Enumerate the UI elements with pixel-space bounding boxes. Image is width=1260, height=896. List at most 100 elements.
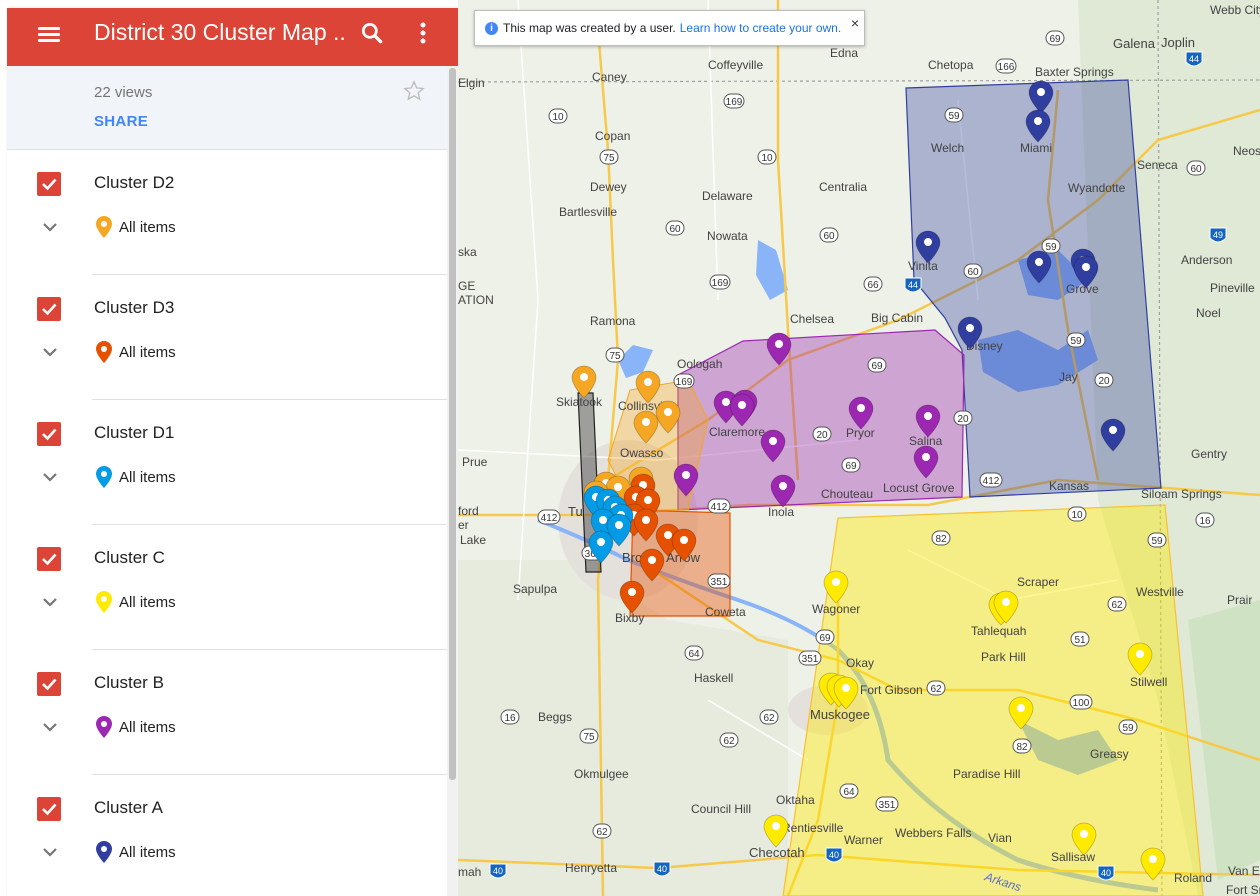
map-marker-pin[interactable] (766, 332, 792, 366)
layer-items-link[interactable]: All items (119, 344, 176, 361)
map-marker-pin[interactable] (833, 676, 859, 710)
cluster-d3-polygon[interactable] (629, 509, 731, 617)
route-shield-label: 10 (552, 112, 564, 123)
route-shield-label: 75 (603, 153, 615, 164)
map-marker-pin[interactable] (915, 230, 941, 264)
map-marker-pin[interactable] (633, 508, 659, 542)
map-marker-pin[interactable] (1026, 250, 1052, 284)
layer-checkbox[interactable] (37, 297, 61, 321)
menu-icon[interactable] (38, 24, 60, 46)
map-marker-pin[interactable] (673, 463, 699, 497)
place-label: Paradise Hill (953, 767, 1020, 781)
divider (92, 524, 447, 525)
map-marker-pin[interactable] (655, 400, 681, 434)
route-shield (1070, 631, 1090, 647)
marker-pin-dot (772, 822, 780, 830)
map-marker-pin[interactable] (588, 530, 614, 564)
place-label: Okay (846, 656, 874, 670)
layer-items-link[interactable]: All items (119, 469, 176, 486)
marker-pin-dot (1035, 258, 1043, 266)
place-label: Webbers Falls (895, 826, 971, 840)
marker-pin-dot (769, 437, 777, 445)
layer-checkbox[interactable] (37, 422, 61, 446)
route-shield-label: 169 (726, 97, 743, 108)
place-label: ska (458, 245, 477, 259)
place-label: Muskogee (810, 707, 870, 722)
route-shield (537, 509, 561, 525)
chevron-down-icon[interactable] (40, 470, 60, 484)
marker-pin-shape (1008, 696, 1034, 730)
divider (92, 649, 447, 650)
map-marker-pin[interactable] (619, 580, 645, 614)
route-shield (926, 680, 946, 696)
route-shield-label: 166 (998, 62, 1015, 73)
sidebar-scrollbar[interactable] (447, 66, 458, 896)
map-marker-pin[interactable] (1073, 255, 1099, 289)
map-marker-pin[interactable] (1140, 847, 1166, 881)
route-shield (592, 823, 612, 839)
map-marker-pin[interactable] (915, 404, 941, 438)
divider (92, 274, 447, 275)
chevron-down-icon[interactable] (40, 595, 60, 609)
place-label: Anderson (1181, 253, 1232, 267)
marker-pin-dot (599, 516, 607, 524)
map-marker-pin[interactable] (671, 528, 697, 562)
map-marker-pin[interactable] (606, 513, 632, 547)
place-label: Owasso (620, 446, 664, 460)
chevron-down-icon[interactable] (40, 345, 60, 359)
map-marker-pin[interactable] (760, 429, 786, 463)
map-marker-pin[interactable] (1100, 418, 1126, 452)
map-marker-pin[interactable] (729, 393, 755, 427)
more-options-icon[interactable] (415, 20, 431, 46)
star-icon[interactable] (403, 80, 425, 102)
layer-items-link[interactable]: All items (119, 844, 176, 861)
map-canvas[interactable]: 69 166 59 169 10 75 10 60 60 60 59 60 16… (458, 0, 1260, 896)
close-icon[interactable]: × (850, 15, 859, 31)
map-marker-pin[interactable] (1008, 696, 1034, 730)
share-button[interactable]: SHARE (94, 113, 149, 130)
interstate-shield-label: 40 (657, 864, 667, 874)
layer-cluster-c: Cluster C All items (7, 525, 447, 650)
place-label: Bixby (615, 611, 644, 625)
route-shield (863, 276, 883, 292)
place-label: Park Hill (981, 650, 1026, 664)
map-marker-pin[interactable] (848, 396, 874, 430)
marker-pin-dot (580, 373, 588, 381)
map-marker-pin[interactable] (763, 814, 789, 848)
route-shield (757, 149, 777, 165)
chevron-down-icon[interactable] (40, 220, 60, 234)
chevron-down-icon[interactable] (40, 845, 60, 859)
route-shield-label: 169 (676, 377, 693, 388)
place-label: Chouteau (821, 487, 873, 501)
route-shield (1094, 372, 1114, 388)
map-marker-pin[interactable] (823, 570, 849, 604)
search-icon[interactable] (359, 20, 385, 46)
map-marker-pin[interactable] (1025, 109, 1051, 143)
map-marker-pin[interactable] (633, 410, 659, 444)
map-marker-pin[interactable] (1071, 822, 1097, 856)
layer-checkbox[interactable] (37, 797, 61, 821)
layer-items-link[interactable]: All items (119, 219, 176, 236)
layer-checkbox[interactable] (37, 547, 61, 571)
scrollbar-thumb[interactable] (449, 68, 456, 780)
map-marker-pin[interactable] (639, 548, 665, 582)
map-marker-pin[interactable] (571, 365, 597, 399)
map-marker-pin[interactable] (913, 445, 939, 479)
map-marker-pin[interactable] (957, 316, 983, 350)
interstate-shield-label: 40 (829, 850, 839, 860)
layer-items-link[interactable]: All items (119, 594, 176, 611)
map-marker-pin[interactable] (993, 590, 1019, 624)
map-marker-pin[interactable] (770, 474, 796, 508)
chevron-down-icon[interactable] (40, 720, 60, 734)
layer-checkbox[interactable] (37, 172, 61, 196)
layer-items-link[interactable]: All items (119, 719, 176, 736)
map-marker-pin[interactable] (635, 370, 661, 404)
map-marker-pin[interactable] (1127, 642, 1153, 676)
map-marker-pin[interactable] (713, 390, 739, 424)
route-shield-label: 100 (1073, 698, 1090, 709)
layer-checkbox[interactable] (37, 672, 61, 696)
place-label: Beggs (538, 710, 572, 724)
marker-pin-shape (1025, 109, 1051, 143)
place-label: Oologah (677, 357, 722, 371)
learn-more-link[interactable]: Learn how to create your own. (679, 21, 842, 35)
